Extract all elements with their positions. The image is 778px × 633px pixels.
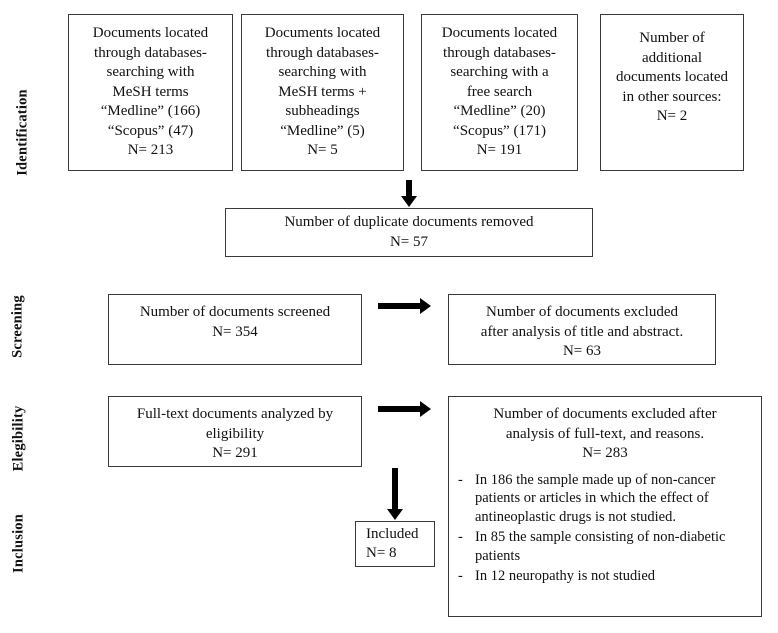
box-line: in other sources: xyxy=(622,88,722,105)
box-line: Documents located xyxy=(441,25,558,42)
bullet-dash-icon: - xyxy=(458,529,463,546)
box-line: through databases- xyxy=(94,44,207,61)
box-line: “Scopus” (171) xyxy=(453,122,546,139)
box-total: N= 57 xyxy=(389,233,429,250)
screening-box-excluded-title-abstract: Number of documents excluded after analy… xyxy=(448,294,716,365)
box-line: “Medline” (20) xyxy=(453,103,546,120)
box-total: N= 213 xyxy=(127,142,174,159)
identification-box-other-sources: Number of additional documents located i… xyxy=(600,14,744,171)
box-line: additional xyxy=(642,49,702,66)
bullet-dash-icon: - xyxy=(458,471,463,488)
box-line: Number of documents screened xyxy=(139,304,331,320)
identification-box-duplicates-removed: Number of duplicate documents removed N=… xyxy=(225,208,593,257)
screening-box-documents-screened: Number of documents screened N= 354 xyxy=(108,294,362,365)
box-line: Number of duplicate documents removed xyxy=(284,214,534,230)
exclusion-reason-text: In 186 the sample made up of non-cancer … xyxy=(475,471,716,525)
box-total: N= 354 xyxy=(212,323,258,340)
box-line: MeSH terms + xyxy=(278,83,367,100)
inclusion-box-included: Included N= 8 xyxy=(355,521,435,567)
box-line: Documents located xyxy=(92,25,209,42)
box-line: Number of xyxy=(639,30,705,46)
box-line: documents located xyxy=(615,69,729,85)
box-line: through databases- xyxy=(266,44,379,61)
stage-label-screening: Screening xyxy=(9,295,26,358)
stage-label-elegibility: Elegibility xyxy=(10,405,27,472)
exclusion-reason-text: In 12 neuropathy is not studied xyxy=(475,568,656,585)
bullet-dash-icon: - xyxy=(458,568,463,585)
identification-box-free-search: Documents located through databases- sea… xyxy=(421,14,578,171)
box-line: Number of documents excluded xyxy=(485,304,679,320)
box-line: “Medline” (166) xyxy=(100,103,201,120)
box-total: N= 291 xyxy=(212,445,258,461)
box-line: after analysis of title and abstract. xyxy=(480,323,684,340)
box-line: eligibility xyxy=(205,425,265,442)
exclusion-reason-item: - In 85 the sample consisting of non-dia… xyxy=(455,528,755,565)
elegibility-box-fulltext-analyzed: Full-text documents analyzed by eligibil… xyxy=(108,396,362,467)
box-line: free search xyxy=(466,83,533,100)
box-total: N= 63 xyxy=(562,343,602,359)
box-line: Full-text documents analyzed by xyxy=(136,406,334,422)
box-total: N= 8 xyxy=(366,545,397,561)
exclusion-reason-item: - In 186 the sample made up of non-cance… xyxy=(455,471,755,527)
box-total: N= 191 xyxy=(476,142,523,159)
box-total: N= 283 xyxy=(582,445,628,461)
elegibility-box-excluded-fulltext: Number of documents excluded after analy… xyxy=(448,396,762,617)
box-line: Documents located xyxy=(264,25,381,42)
stage-label-identification: Identification xyxy=(14,89,31,176)
box-line: “Scopus” (47) xyxy=(107,122,194,139)
box-line: subheadings xyxy=(285,103,360,120)
identification-box-mesh-terms: Documents located through databases- sea… xyxy=(68,14,233,171)
exclusion-reason-text: In 85 the sample consisting of non-diabe… xyxy=(475,529,726,564)
box-line: through databases- xyxy=(443,44,556,61)
box-line: Number of documents excluded after xyxy=(493,406,717,422)
box-line: Included xyxy=(366,525,419,542)
box-line: analysis of full-text, and reasons. xyxy=(505,425,705,442)
exclusion-reason-item: - In 12 neuropathy is not studied xyxy=(455,567,755,586)
box-line: searching with xyxy=(106,64,195,81)
stage-label-inclusion: Inclusion xyxy=(10,513,27,574)
identification-box-mesh-terms-subheadings: Documents located through databases- sea… xyxy=(241,14,404,171)
box-line: MeSH terms xyxy=(112,83,189,100)
box-total: N= 2 xyxy=(656,108,688,124)
box-line: “Medline” (5) xyxy=(280,122,365,139)
box-line: searching with xyxy=(278,64,367,81)
box-line: searching with a xyxy=(450,64,549,81)
exclusion-reasons-list: - In 186 the sample made up of non-cance… xyxy=(455,471,755,588)
box-total: N= 5 xyxy=(307,142,338,159)
